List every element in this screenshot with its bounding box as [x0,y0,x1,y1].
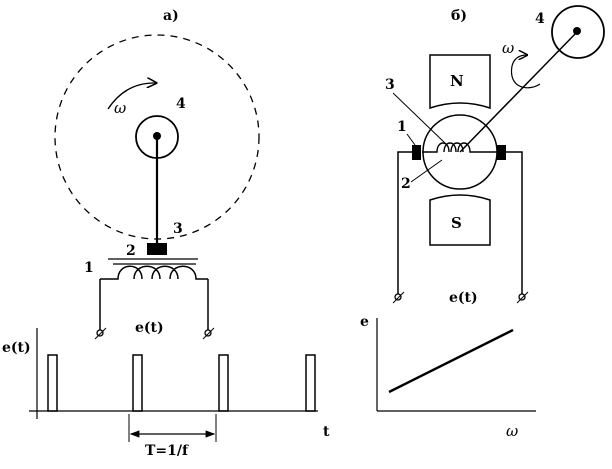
magnet-south [429,194,491,246]
terminal-right-b-tick [516,291,529,304]
omega-label: ω [114,99,126,117]
magnet-block [147,243,167,255]
magnet-south-label: S [451,214,462,232]
terminal-left-tick [94,327,107,340]
linear-graph: e ω [360,314,536,440]
panel-a: а) ω 4 3 2 1 e(t) e(t) [2,8,330,459]
pulse-3 [218,354,229,412]
label-4-b: 4 [535,11,545,27]
period-label: T=1/f [145,443,189,459]
label-1-b: 1 [397,119,407,135]
label-1: 1 [84,260,94,276]
graph-a-y-label: e(t) [2,340,31,356]
lead-left-b [397,151,412,294]
brush-left [412,145,421,160]
panel-b-label: б) [451,8,467,24]
brush-right [497,145,506,160]
rotor-disc-b [551,5,605,59]
rotor-disc-b-center [573,27,581,35]
rotor-shaft [459,31,578,153]
pointer-3 [392,92,447,145]
magnet-north [429,54,491,110]
pulse-4 [305,354,316,412]
rotor-center [153,132,161,140]
pointer-1 [406,133,416,146]
pulse-graph: e(t) t T=1/f [2,328,330,459]
coil-winding [100,265,208,280]
rotor-coil [422,142,497,153]
pulse-2 [132,354,143,412]
label-3-b: 3 [385,77,395,93]
graph-b-y-label: e [360,314,369,330]
e-vs-omega-line [388,328,514,394]
pointer-2 [410,159,443,183]
label-2: 2 [126,243,136,259]
rotation-arrow-b-icon [510,55,541,89]
omega-label-b: ω [502,39,514,57]
magnet-north-label: N [450,72,464,90]
terminal-right-b [518,293,526,301]
terminal-right [204,329,212,337]
label-4: 4 [176,96,186,112]
terminal-left-b [394,293,402,301]
pulse-1 [47,354,58,412]
panel-b: б) N S 4 ω 3 1 2 e( [360,5,605,440]
label-2-b: 2 [401,176,411,192]
terminal-right-tick [202,327,215,340]
coil-output-label: e(t) [135,320,164,336]
graph-b-x-label: ω [506,422,518,440]
coil-output-label-b: e(t) [449,290,478,306]
lead-right-b [506,151,523,294]
terminal-left-b-tick [392,291,405,304]
label-3: 3 [173,221,183,237]
rotation-arrow-icon [107,83,156,110]
terminal-left [96,329,104,337]
panel-a-label: а) [163,8,179,24]
graph-a-x-label: t [323,424,330,440]
